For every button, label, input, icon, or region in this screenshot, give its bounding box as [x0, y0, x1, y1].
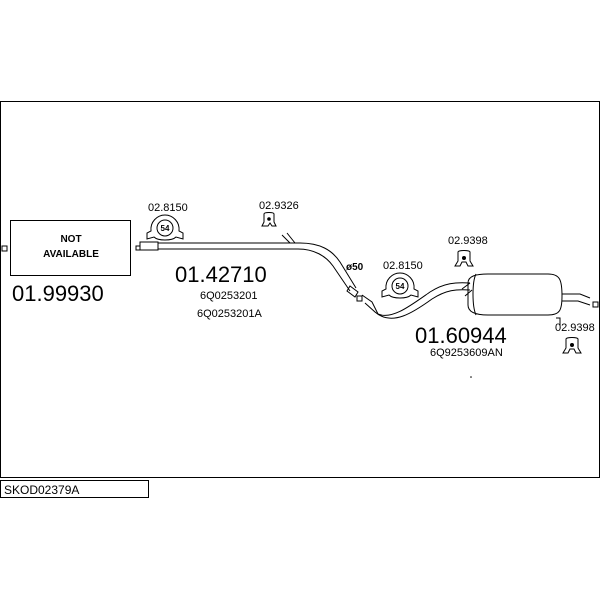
- hanger-2-icon: [454, 250, 474, 267]
- front-part-code: 01.99930: [12, 281, 104, 306]
- clamp-2-ring-number: 54: [396, 282, 405, 291]
- middle-pipe-drawing: [135, 232, 359, 298]
- pipe-diameter-label: ø50: [346, 262, 364, 273]
- clamp-1-ring-number: 54: [161, 224, 170, 233]
- reference-code: SKOD02379A: [4, 483, 79, 497]
- middle-part-code: 01.42710: [175, 262, 267, 287]
- right-edge-marker: [592, 301, 599, 308]
- rear-hanger-bracket: [556, 317, 561, 326]
- rear-part-oem: 6Q9253609AN: [430, 347, 503, 359]
- clamp-2-ring-icon: 54: [381, 272, 419, 299]
- left-edge-marker: [1, 245, 8, 252]
- stray-dot: [470, 376, 472, 378]
- not-available-line1: NOT: [60, 234, 81, 245]
- front-part-not-available-box: NOT AVAILABLE: [10, 220, 131, 276]
- reference-box: [0, 480, 149, 498]
- hanger-1-code: 02.9326: [259, 200, 299, 212]
- clamp-1-ring-icon: 54: [146, 214, 184, 241]
- hanger-3-icon: [562, 337, 582, 354]
- middle-part-oem-1: 6Q0253201: [200, 290, 258, 302]
- hanger-3-code: 02.9398: [555, 322, 595, 334]
- clamp-2-code: 02.8150: [383, 260, 423, 272]
- rear-silencer-drawing: [356, 273, 591, 319]
- not-available-line2: AVAILABLE: [43, 249, 99, 260]
- hanger-2-code: 02.9398: [448, 235, 488, 247]
- hanger-1-icon: [261, 212, 277, 227]
- middle-part-oem-2: 6Q0253201A: [197, 308, 262, 320]
- rear-part-code: 01.60944: [415, 323, 507, 348]
- clamp-1-code: 02.8150: [148, 202, 188, 214]
